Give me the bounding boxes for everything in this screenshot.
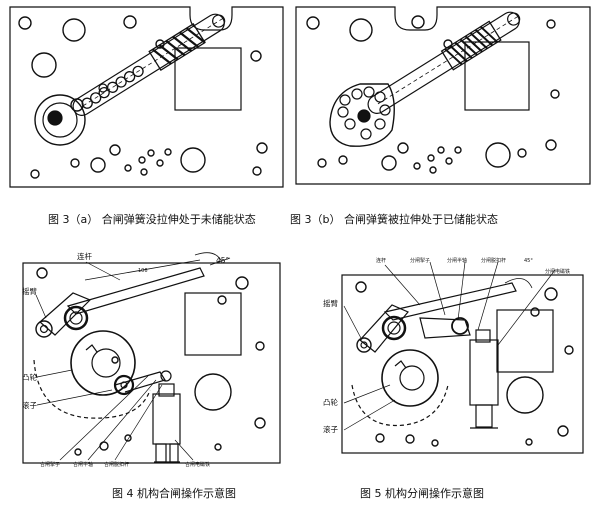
fig4-roller-label: 滚子 [22, 400, 37, 410]
fig4-solenoid [152, 393, 181, 445]
fig5-trip-latch-label: 分闸脱扣杆 [481, 257, 506, 264]
fig4-link-bar [66, 267, 205, 315]
fig5-half-shaft-label: 分闸半轴 [447, 257, 467, 264]
fig5-holes [355, 281, 574, 447]
fig4-leader-lines [35, 261, 194, 461]
fig3b-plate-outline [295, 6, 591, 185]
fig4-roller [113, 374, 135, 396]
fig5-plate-outline [341, 274, 584, 454]
fig3a-holes [18, 15, 268, 179]
fig4-holes [36, 267, 266, 456]
fig3a-cam-wheel [34, 94, 86, 146]
fig5-link-bar [383, 282, 517, 321]
fig5-leader-lines [343, 261, 556, 431]
fig5-pawl-label: 分闸掣子 [410, 257, 430, 264]
fig4-pawl-label: 合闸掣子 [40, 461, 60, 468]
fig5-window [496, 309, 554, 373]
fig5-cam-label: 凸轮 [323, 397, 338, 407]
fig4-rocker-label: 摇臂 [22, 286, 37, 296]
fig5-cam [381, 349, 439, 407]
fig3b-caption: 图 3（b） 合闸弹簧被拉伸处于已储能状态 [290, 212, 498, 226]
fig3a-window [174, 47, 242, 111]
fig4-swing-arc [33, 359, 151, 419]
fig4-solenoid-label: 合闸电磁铁 [185, 461, 210, 468]
fig3a-plate-outline [9, 6, 284, 188]
fig5-link-label: 连杆 [376, 257, 386, 264]
fig5-angle: 45° [524, 258, 533, 264]
fig3a-caption: 图 3（a） 合闸弹簧没拉伸处于未储能状态 [48, 212, 256, 226]
fig4-half-shaft-label: 合闸半轴 [73, 461, 93, 468]
fig5-rocker-label: 摇臂 [323, 298, 338, 308]
fig5-swing-arc [351, 384, 449, 427]
fig4-panel [22, 252, 281, 464]
fig3b-holes [306, 15, 560, 174]
fig4-trip-latch-label: 合闸脱扣杆 [104, 461, 129, 468]
fig5-panel [341, 261, 584, 454]
fig5-solenoid-label: 分闸电磁铁 [545, 268, 570, 275]
fig5-caption: 图 5 机构分闸操作示意图 [360, 486, 484, 500]
fig4-cam-label: 凸轮 [22, 372, 37, 382]
fig5-roller-label: 滚子 [323, 424, 338, 434]
fig4-angle: 45° [216, 256, 230, 265]
fig4-cam [70, 330, 136, 396]
fig4-dimension: 106 [138, 268, 148, 274]
fig5-solenoid [469, 339, 499, 406]
fig3b-panel [295, 6, 591, 185]
fig3a-panel [9, 6, 284, 188]
fig4-window [184, 292, 242, 356]
fig4-plate-outline [22, 262, 281, 464]
fig3b-spring-assembly [367, 11, 521, 114]
fig4-caption: 图 4 机构合闸操作示意图 [112, 486, 236, 500]
fig3b-cam-cluster [329, 83, 395, 147]
fig3a-spring-assembly [72, 13, 226, 116]
fig4-link-label: 连杆 [77, 251, 92, 261]
